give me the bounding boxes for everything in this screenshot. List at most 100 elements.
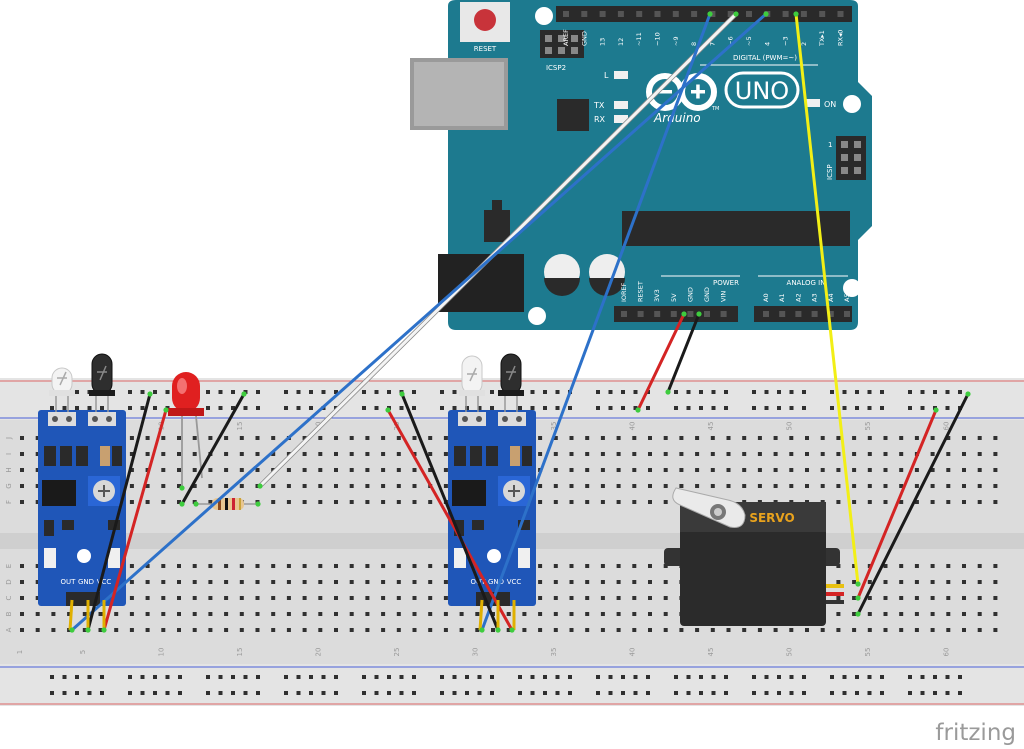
wire-red-5v — [636, 312, 686, 412]
usb-chip — [557, 99, 589, 131]
wire-endpoint — [793, 11, 799, 17]
servo-motor: SERVO — [664, 487, 844, 626]
wire-black-gnd — [666, 312, 701, 394]
column-number: 55 — [864, 648, 872, 657]
row-letter: H — [5, 467, 13, 472]
wire-endpoint — [399, 391, 405, 397]
on-label: ON — [824, 100, 836, 109]
model-name: UNO — [735, 77, 789, 105]
sensor-pin-label: VCC — [97, 578, 112, 586]
analog-pin-label: A1 — [778, 293, 786, 302]
wire-black-servo-gnd — [856, 392, 970, 616]
row-letter: F — [5, 500, 13, 504]
wire-endpoint — [509, 627, 515, 633]
digital-pin-label: TX▸1 — [818, 30, 826, 47]
wire-endpoint — [681, 311, 687, 317]
comparator-chip — [452, 480, 486, 506]
row-letter: E — [5, 564, 13, 568]
wire-red-sensor-right-vcc — [386, 408, 514, 632]
resistor — [196, 498, 258, 510]
wire-endpoint — [163, 407, 169, 413]
row-letter: B — [5, 611, 13, 616]
sensor-pin-label: VCC — [507, 578, 522, 586]
power-label: POWER — [713, 279, 739, 287]
atmega-chip — [622, 211, 850, 246]
servo-label: SERVO — [749, 511, 794, 525]
wire-endpoint — [147, 391, 153, 397]
analog-pin-label: A5 — [843, 293, 851, 302]
power-pin-label: 5V — [670, 293, 678, 302]
digital-pin-label: ~5 — [745, 36, 753, 46]
wire-blue-pin9 — [480, 12, 712, 632]
wire-endpoint — [85, 627, 91, 633]
ir-emitter-led-left — [49, 367, 75, 412]
ir-receiver-led-left — [89, 353, 115, 412]
wire-red-servo-vcc — [856, 408, 938, 600]
column-number: 55 — [864, 422, 872, 431]
column-number: 15 — [236, 422, 244, 431]
mounting-hole — [528, 307, 546, 325]
fritzing-watermark: fritzing — [935, 720, 1016, 746]
column-number: 15 — [236, 648, 244, 657]
wire-endpoint — [179, 501, 185, 507]
led-l — [614, 71, 628, 79]
column-number: 45 — [707, 648, 715, 657]
power-pin-label: GND — [703, 287, 711, 302]
digital-pin-label: 4 — [763, 42, 771, 46]
row-letter: A — [5, 627, 13, 632]
column-number: 50 — [785, 648, 793, 657]
led-rx — [614, 115, 628, 123]
wire-black-sensor-left-gnd — [86, 392, 152, 632]
column-number: 10 — [157, 648, 165, 657]
column-number: 60 — [942, 648, 950, 657]
row-letter: C — [5, 595, 13, 600]
wire-blue-pin6 — [70, 12, 768, 632]
wire-endpoint — [855, 611, 861, 617]
wire-red-sensor-left-vcc — [102, 408, 168, 632]
digital-pin-label: ~6 — [727, 36, 735, 46]
wire-endpoint — [255, 501, 261, 507]
wire-endpoint — [763, 11, 769, 17]
column-number: 35 — [550, 648, 558, 657]
digital-pin-label: ~9 — [672, 36, 680, 46]
column-number: 60 — [942, 422, 950, 431]
red-led — [168, 372, 204, 488]
row-letter: D — [5, 579, 13, 584]
digital-pin-label: 2 — [800, 42, 808, 46]
wire-endpoint — [241, 391, 247, 397]
wire-endpoint — [69, 627, 75, 633]
wire-endpoint — [257, 483, 263, 489]
wire-endpoint — [101, 627, 107, 633]
wire-black-led-gnd — [180, 392, 246, 506]
digital-header — [556, 6, 852, 22]
wire-endpoint — [965, 391, 971, 397]
column-number: 45 — [707, 422, 715, 431]
servo-horn[interactable] — [672, 487, 746, 528]
wire-endpoint — [707, 11, 713, 17]
ir-emitter-led-right — [459, 355, 485, 412]
column-number: 20 — [314, 648, 322, 657]
digital-pin-label: ~10 — [654, 32, 662, 46]
digital-pin-label: 12 — [617, 38, 625, 46]
power-pin-label: GND — [686, 287, 694, 302]
sensor-pin-label: OUT — [61, 578, 77, 586]
mounting-hole — [535, 7, 553, 25]
wire-endpoint — [179, 485, 185, 491]
power-pin-label: IOREF — [620, 282, 628, 302]
wires — [68, 11, 970, 632]
analog-label: ANALOG IN — [787, 279, 826, 287]
mounting-hole — [843, 95, 861, 113]
power-pin-label: 3V3 — [653, 289, 661, 302]
digital-pin-label: 13 — [599, 38, 607, 46]
mounting-hole — [843, 279, 861, 297]
digital-pin-label: ~3 — [782, 36, 790, 46]
analog-pin-label: A0 — [762, 293, 770, 302]
